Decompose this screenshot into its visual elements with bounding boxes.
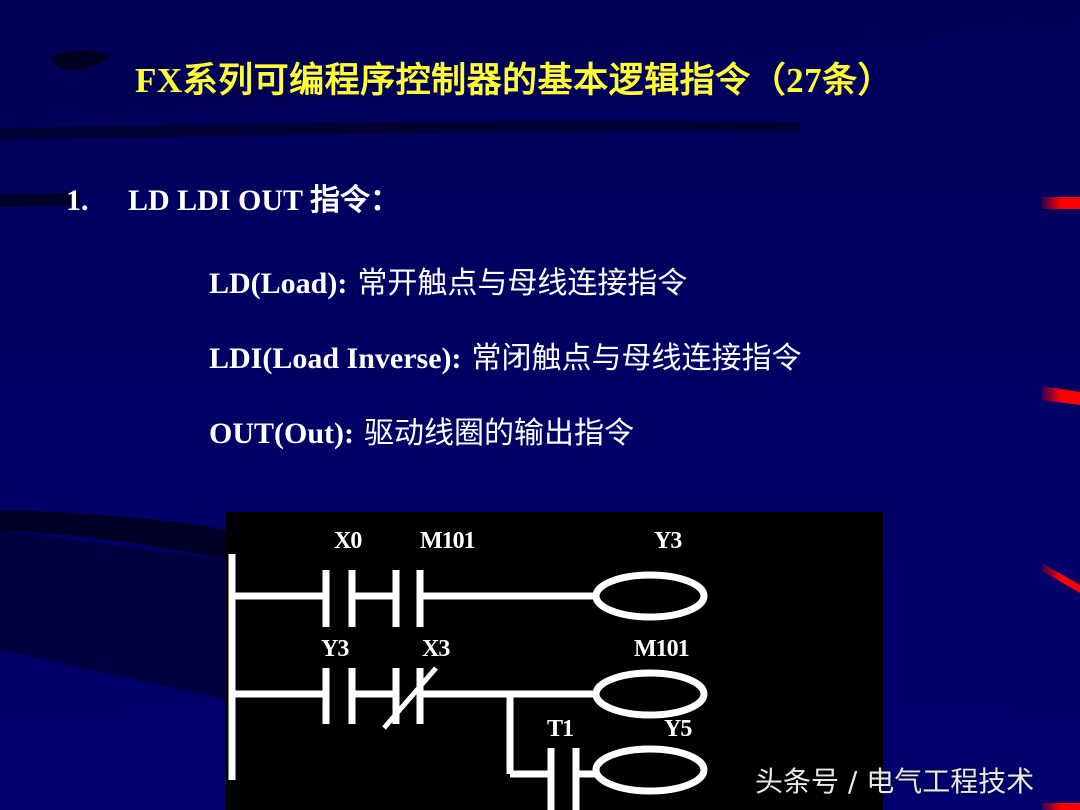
- label-y3-coil: Y3: [654, 528, 682, 554]
- coil-m101: [592, 669, 708, 719]
- ladder-diagram-graphic: [228, 554, 708, 810]
- red-accent-4: [1042, 803, 1080, 810]
- label-y3-contact: Y3: [321, 636, 349, 662]
- section-number: 1.: [66, 184, 89, 217]
- slide-title: FX系列可编程序控制器的基本逻辑指令（27条）: [135, 61, 894, 100]
- watermark: 头条号 / 电气工程技术: [755, 765, 1035, 798]
- red-accent-1: [1042, 197, 1080, 209]
- label-m101: M101: [420, 528, 476, 554]
- definition-desc: 常闭触点与母线连接指令: [471, 341, 802, 376]
- coil-y3: [592, 571, 708, 621]
- section-heading: 1. LD LDI OUT 指令：: [66, 175, 400, 219]
- contact-x3-nc-slash: [382, 666, 438, 730]
- definition-term: LD(Load):: [209, 267, 348, 300]
- label-x0: X0: [334, 528, 362, 554]
- red-accent-2: [1042, 386, 1080, 405]
- definition-list: LD(Load): 常开触点与母线连接指令 LDI(Load Inverse): 常…: [209, 262, 802, 487]
- definition-desc: 驱动线圈的输出指令: [364, 416, 634, 451]
- label-x3: X3: [422, 636, 450, 662]
- label-y5: Y5: [664, 716, 692, 742]
- definition-out: OUT(Out): 驱动线圈的输出指令: [209, 412, 802, 487]
- definition-ld: LD(Load): 常开触点与母线连接指令: [209, 262, 802, 337]
- section-heading-text: LD LDI OUT 指令：: [128, 184, 400, 217]
- label-t1: T1: [547, 716, 574, 742]
- coil-y5: [592, 745, 708, 795]
- red-accent-3: [1042, 563, 1080, 593]
- definition-ldi: LDI(Load Inverse): 常闭触点与母线连接指令: [209, 337, 802, 412]
- ladder-diagram: X0 M101 Y3 Y3 X3 M101 T1 Y5: [226, 512, 883, 810]
- definition-term: LDI(Load Inverse):: [209, 342, 462, 375]
- definition-term: OUT(Out):: [209, 417, 354, 450]
- definition-desc: 常开触点与母线连接指令: [357, 266, 688, 301]
- label-m101-coil: M101: [634, 636, 690, 662]
